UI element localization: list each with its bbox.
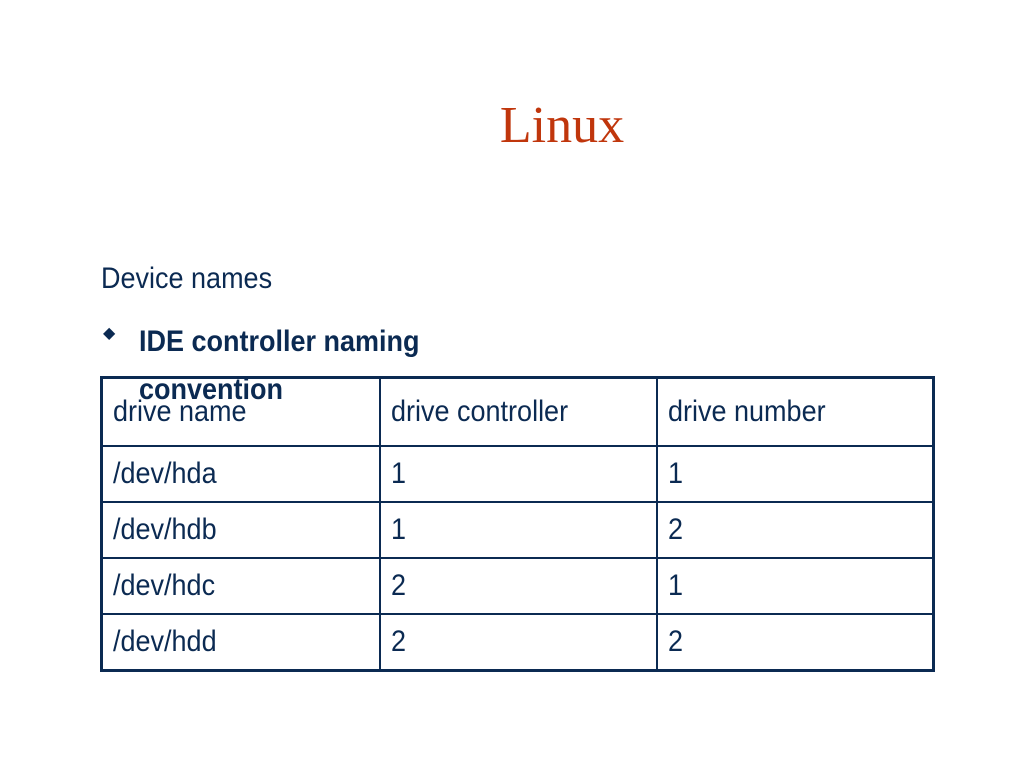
- table-cell: 2: [655, 501, 935, 559]
- drive-name-cell: /dev/hdb: [113, 513, 217, 546]
- drive-number-cell: 2: [667, 513, 683, 546]
- table-row: /dev/hda 1 1: [100, 445, 935, 503]
- diamond-bullet-icon: ◆: [103, 325, 116, 342]
- device-names-table: drive name drive controller drive number…: [100, 376, 935, 672]
- table-cell: /dev/hdd: [100, 613, 381, 672]
- table-header-row: drive name drive controller drive number: [100, 376, 935, 447]
- header-cell: drive name: [100, 376, 381, 447]
- table-cell: 2: [378, 613, 658, 672]
- header-cell: drive number: [655, 376, 935, 447]
- table-cell: /dev/hdc: [100, 557, 381, 615]
- drive-name-cell: /dev/hdd: [113, 625, 217, 658]
- table-row: /dev/hdb 1 2: [100, 501, 935, 559]
- table-cell: /dev/hdb: [100, 501, 381, 559]
- slide-title: Linux: [499, 97, 625, 154]
- drive-number-cell: 2: [667, 625, 683, 658]
- drive-number-cell: 1: [667, 457, 683, 490]
- header-drive-controller: drive controller: [390, 395, 568, 428]
- drive-controller-cell: 1: [390, 457, 406, 490]
- drive-name-cell: /dev/hda: [113, 457, 217, 490]
- drive-controller-cell: 1: [390, 513, 406, 546]
- header-cell: drive controller: [378, 376, 658, 447]
- table-cell: 1: [378, 445, 658, 503]
- table-cell: 1: [378, 501, 658, 559]
- table-cell: 1: [655, 557, 935, 615]
- drive-controller-cell: 2: [390, 569, 406, 602]
- table-cell: 2: [655, 613, 935, 672]
- table-cell: /dev/hda: [100, 445, 381, 503]
- header-drive-number: drive number: [667, 395, 826, 428]
- header-drive-name: drive name: [113, 395, 247, 428]
- drive-name-cell: /dev/hdc: [113, 569, 216, 602]
- table-row: /dev/hdd 2 2: [100, 613, 935, 672]
- section-heading: Device names: [101, 262, 273, 295]
- table-cell: 2: [378, 557, 658, 615]
- drive-controller-cell: 2: [390, 625, 406, 658]
- table-row: /dev/hdc 2 1: [100, 557, 935, 615]
- drive-number-cell: 1: [667, 569, 683, 602]
- table-cell: 1: [655, 445, 935, 503]
